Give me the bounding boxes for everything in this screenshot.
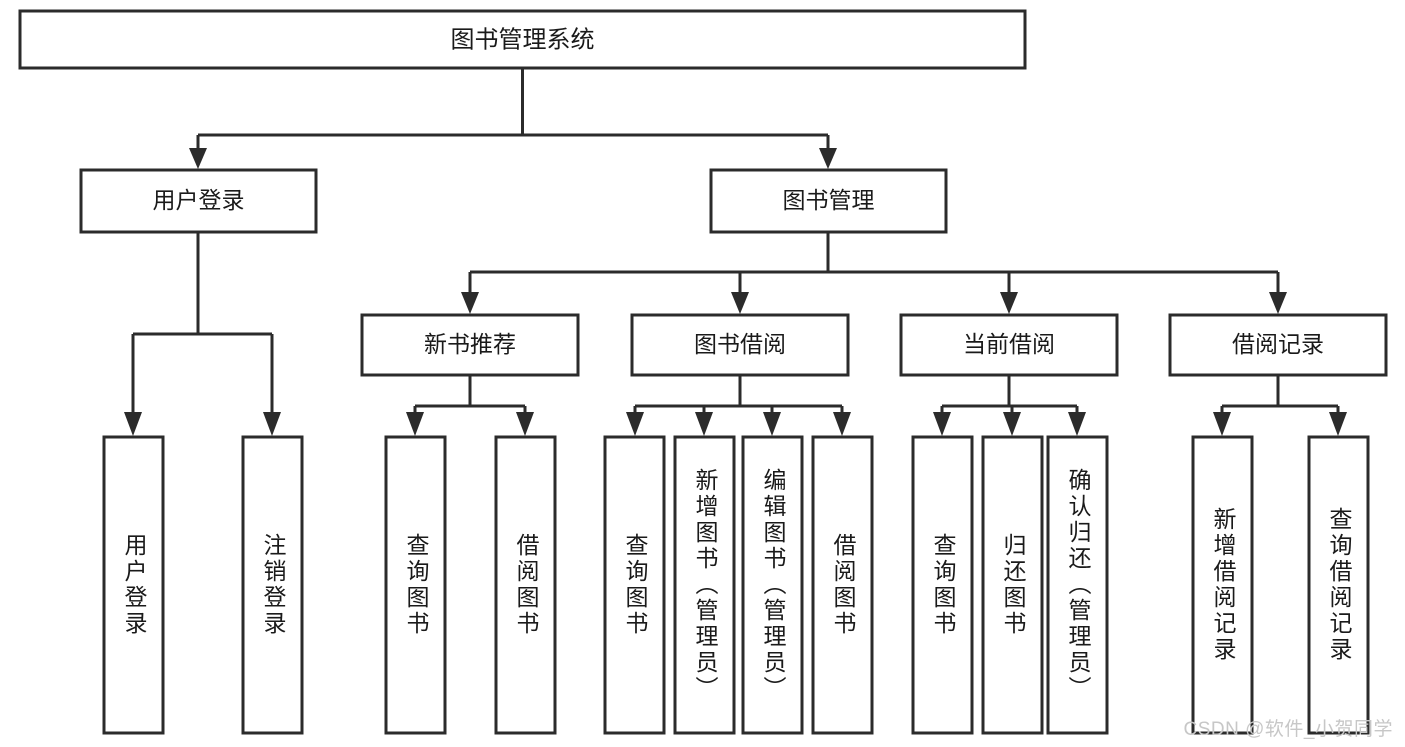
arrowhead-bookborrow-leaf-3	[763, 412, 781, 436]
node-leaf-edit-book-box[interactable]	[741, 435, 804, 735]
arrowhead-borrow-record	[1269, 292, 1287, 314]
node-leaf-query-book-3-box[interactable]	[911, 435, 974, 735]
node-leaf-return-book-box[interactable]	[981, 435, 1044, 735]
node-leaf-query-book-1-box[interactable]	[384, 435, 447, 735]
arrowhead-currentborrow-leaf-2	[1003, 412, 1021, 436]
node-user-login-box[interactable]	[79, 168, 318, 234]
node-book-borrow-box[interactable]	[630, 313, 850, 377]
node-root-box[interactable]	[18, 9, 1027, 70]
arrowhead-bookborrow-leaf-1	[626, 412, 644, 436]
arrowhead-bookmgmt	[819, 148, 837, 169]
arrowhead-book-borrow	[731, 292, 749, 314]
node-leaf-query-book-2-box[interactable]	[603, 435, 666, 735]
arrowhead-login	[189, 148, 207, 169]
connector-layer	[124, 68, 1347, 436]
arrowhead-new-book	[461, 292, 479, 314]
node-leaf-add-book-box[interactable]	[673, 435, 736, 735]
node-leaf-query-borrow-record-box[interactable]	[1307, 435, 1370, 735]
node-borrow-record-box[interactable]	[1168, 313, 1388, 377]
node-new-book-recommend-box[interactable]	[360, 313, 580, 377]
node-leaf-user-login-box[interactable]	[102, 435, 165, 735]
arrowhead-borrowrecord-leaf-1	[1213, 412, 1231, 436]
arrowhead-newbook-leaf-2	[516, 412, 534, 436]
node-borrow-record-label: 借阅记录	[1232, 331, 1324, 357]
node-leaf-borrow-book-2-box[interactable]	[811, 435, 874, 735]
arrowhead-user-login	[124, 412, 142, 436]
node-book-borrow-label: 图书借阅	[694, 331, 786, 357]
node-user-login-label: 用户登录	[153, 187, 245, 213]
node-root-label: 图书管理系统	[451, 26, 595, 53]
arrowhead-newbook-leaf-1	[406, 412, 424, 436]
arrowhead-currentborrow-leaf-1	[933, 412, 951, 436]
arrowhead-current-borrow	[1000, 292, 1018, 314]
node-book-management-label: 图书管理	[783, 187, 875, 213]
node-current-borrow-box[interactable]	[899, 313, 1119, 377]
arrowhead-user-logout	[263, 412, 281, 436]
node-leaf-confirm-return-box[interactable]	[1046, 435, 1109, 735]
arrowhead-bookborrow-leaf-4	[833, 412, 851, 436]
node-leaf-add-borrow-record-box[interactable]	[1191, 435, 1254, 735]
arrowhead-bookborrow-leaf-2	[695, 412, 713, 436]
node-book-management-box[interactable]	[709, 168, 948, 234]
node-new-book-recommend-label: 新书推荐	[424, 331, 516, 357]
node-leaf-user-logout-box[interactable]	[241, 435, 304, 735]
arrowhead-currentborrow-leaf-3	[1068, 412, 1086, 436]
arrowhead-borrowrecord-leaf-2	[1329, 412, 1347, 436]
node-current-borrow-label: 当前借阅	[963, 331, 1055, 357]
node-layer: 图书管理系统 用户登录 图书管理 新书推荐 图书借阅 当前借阅 借阅记录	[18, 9, 1388, 735]
node-leaf-borrow-book-1-box[interactable]	[494, 435, 557, 735]
